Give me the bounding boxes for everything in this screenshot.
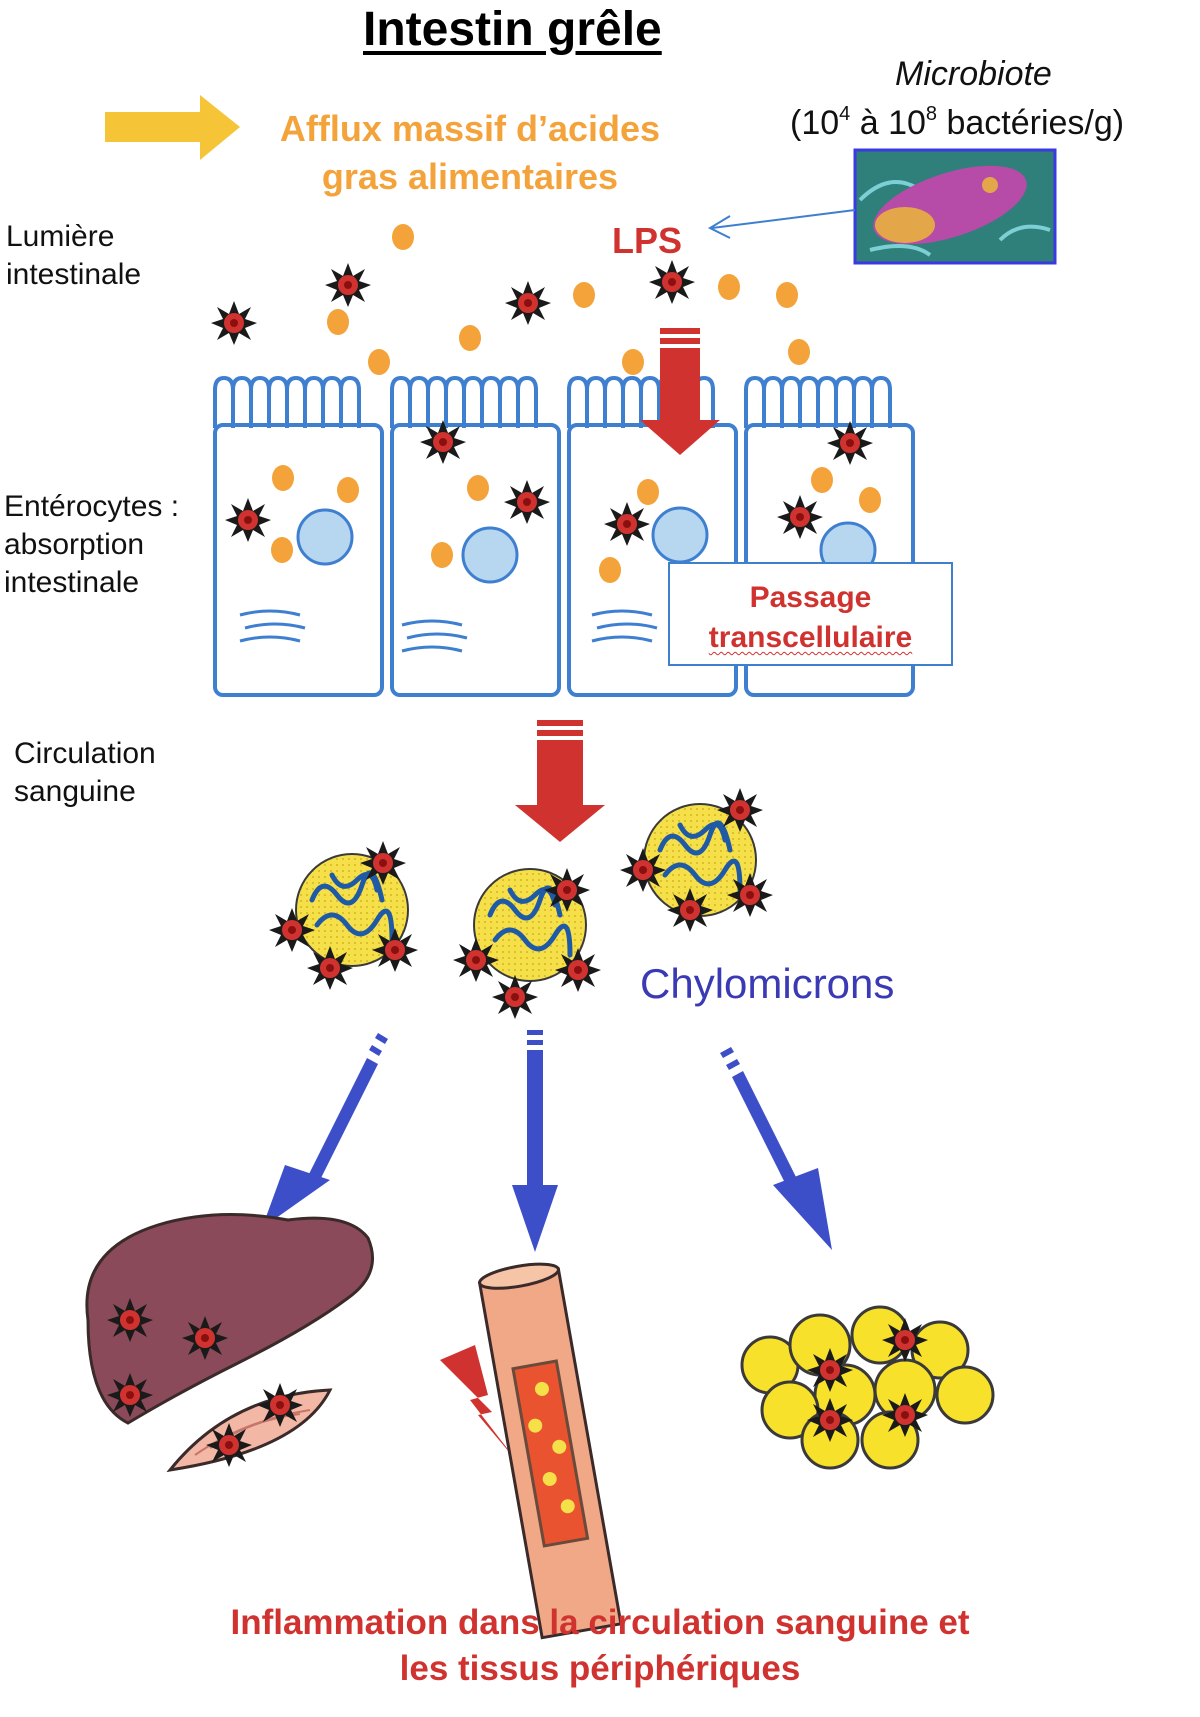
inflammation-line-1: Inflammation dans la circulation sanguin…: [230, 1603, 970, 1642]
vessel-arrow-icon: [512, 1030, 558, 1252]
lps-label: LPS: [612, 220, 683, 261]
afflux-line-1: Afflux massif d’acides: [279, 108, 661, 149]
blood-entry-arrow-icon: [515, 720, 605, 842]
fatty-acid-inflow-label: Afflux massif d’acides gras alimentaires: [240, 105, 700, 201]
fatty-acid-arrow-icon: [105, 95, 240, 160]
count-suffix: bactéries/g): [937, 104, 1125, 142]
chylomicron: [620, 788, 773, 932]
microbiote-label: Microbiote: [895, 55, 1052, 93]
chylomicrons-label: Chylomicrons: [640, 960, 895, 1007]
enterocyte-cell: [567, 376, 738, 697]
bacteria-count-label: (104 à 108 bactéries/g): [790, 103, 1124, 143]
enterocytes-label: Entérocytes : absorption intestinale: [4, 488, 179, 602]
inflammation-caption: Inflammation dans la circulation sanguin…: [0, 1600, 1200, 1692]
liver-image: [85, 1213, 374, 1425]
lightning-icon: [440, 1345, 520, 1465]
passage-line-1: Passage: [749, 581, 872, 614]
lumen-label: Lumière intestinale: [6, 218, 141, 294]
count-prefix: (10: [790, 104, 840, 142]
count-mid: à 10: [850, 104, 926, 142]
inflammation-line-2: les tissus périphériques: [399, 1649, 801, 1688]
chylomicron: [453, 868, 601, 1019]
circulation-line-1: Circulation: [14, 737, 156, 770]
muscle-image: [166, 1383, 333, 1473]
passage-line-2: transcellulaire: [708, 621, 913, 654]
afflux-line-2: gras alimentaires: [321, 156, 619, 197]
page-title: Intestin grêle: [363, 3, 662, 56]
enterocytes-line-2: absorption: [4, 528, 145, 561]
enterocyte-cell: [390, 376, 561, 697]
adipose-arrow-icon: [720, 1047, 832, 1250]
transcellular-passage-box: Passage transcellulaire: [668, 562, 953, 666]
microbiote-to-lps-arrow-icon: [707, 209, 856, 239]
circulation-label: Circulation sanguine: [14, 735, 156, 811]
count-exponent-2: 8: [925, 103, 938, 125]
chylomicron: [269, 841, 418, 990]
adipose-tissue-image: [740, 1305, 995, 1470]
lumen-line-1: Lumière: [6, 220, 115, 253]
lumen-line-2: intestinale: [6, 258, 142, 291]
blood-vessel-image: [477, 1262, 623, 1640]
bacterium-image: [853, 148, 1057, 265]
count-exponent-1: 4: [839, 103, 851, 125]
enterocyte-cell: [213, 376, 384, 697]
enterocytes-line-3: intestinale: [4, 566, 140, 599]
lumen-particles: [211, 224, 810, 375]
enterocytes-line-1: Entérocytes :: [4, 490, 180, 523]
lps-entry-arrow-icon: [640, 328, 720, 455]
circulation-line-2: sanguine: [14, 775, 136, 808]
liver-muscle-arrow-icon: [262, 1033, 388, 1228]
